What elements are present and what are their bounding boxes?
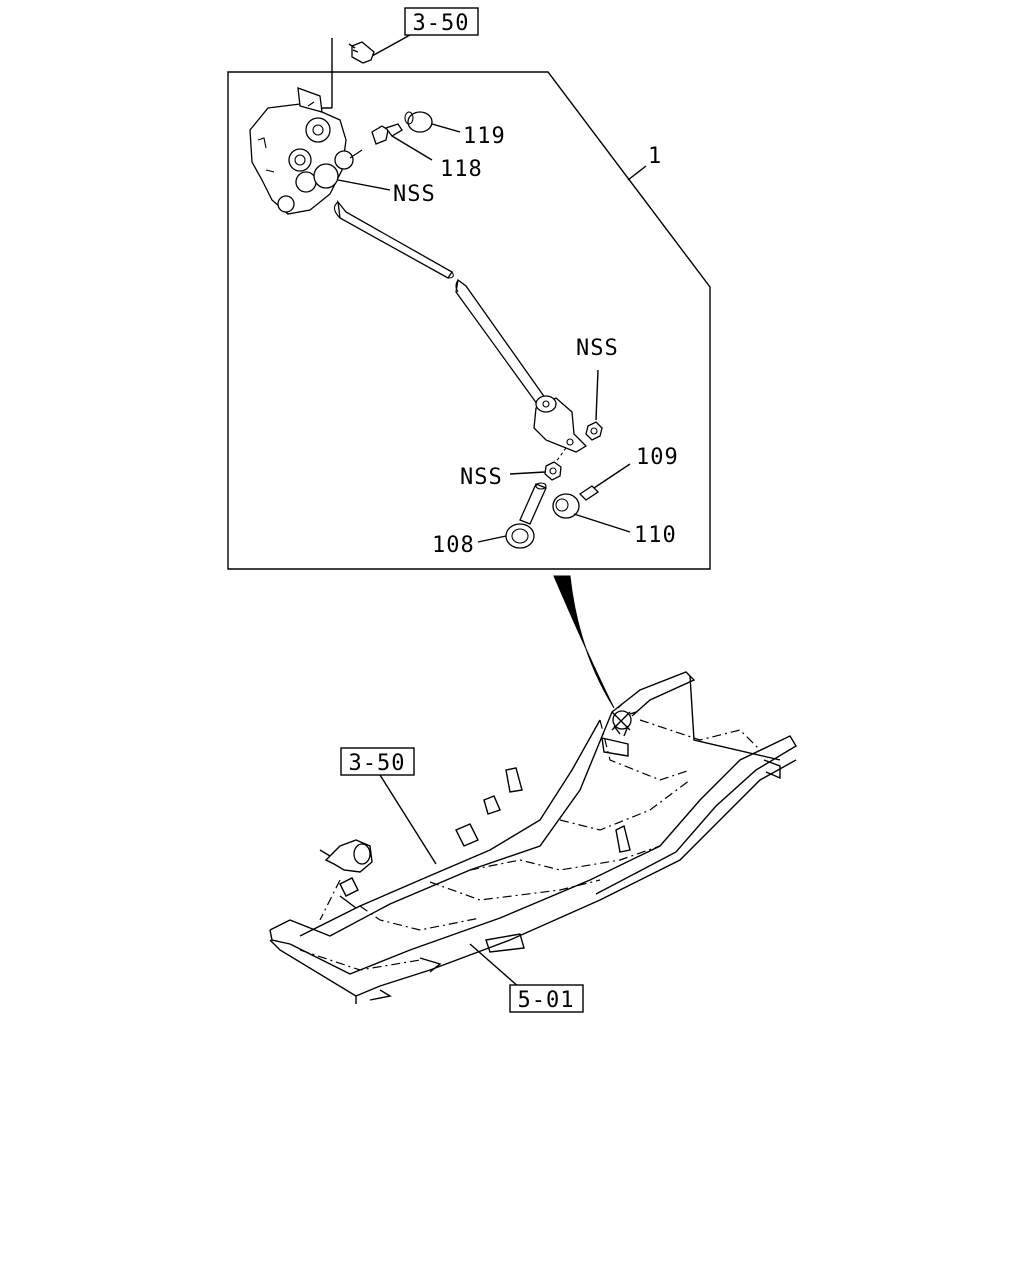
leader-nss-a <box>337 179 391 191</box>
valve-body <box>249 87 354 215</box>
assembly-number: 1 <box>648 144 662 169</box>
linkage-rod <box>333 199 549 409</box>
part-118-label: 118 <box>440 157 483 182</box>
assembly-frame <box>227 71 711 570</box>
nut-lower <box>544 461 562 481</box>
leader-108 <box>477 535 507 543</box>
part-108-label: 108 <box>432 533 475 558</box>
leader-110 <box>573 513 631 533</box>
pin-109 <box>578 485 600 501</box>
bracket <box>533 395 588 453</box>
ref-box-bottom[interactable]: 5-01 <box>509 984 584 1013</box>
leader-118 <box>391 135 433 161</box>
leader-109 <box>593 463 631 489</box>
part-109-label: 109 <box>636 445 679 470</box>
bushing-110 <box>552 493 580 519</box>
leader-ref-top <box>371 34 411 57</box>
ref-box-mid[interactable]: 3-50 <box>340 747 415 776</box>
leader-nss-b <box>595 369 599 421</box>
bolt-icon <box>348 41 375 64</box>
nut-upper <box>585 421 603 441</box>
chassis-frame <box>269 671 797 1004</box>
part-110-label: 110 <box>634 523 677 548</box>
leader-nss-c <box>509 471 546 475</box>
leader-119 <box>431 123 461 133</box>
chassis-valve-detail <box>611 703 637 737</box>
ref-label-top: 3-50 <box>413 11 470 36</box>
shaft-108 <box>505 482 547 549</box>
detail-pointer <box>553 575 615 709</box>
part-nss-a-label: NSS <box>393 182 436 207</box>
ref-label-mid: 3-50 <box>349 751 406 776</box>
leader-ref-mid <box>379 774 437 865</box>
part-nss-c-label: NSS <box>460 465 503 490</box>
ref-box-top[interactable]: 3-50 <box>404 7 479 36</box>
leader-assembly <box>627 165 647 181</box>
union-fitting <box>349 123 403 159</box>
leader-ref-bottom <box>469 943 521 989</box>
part-119-label: 119 <box>463 124 506 149</box>
cap-part <box>404 111 433 133</box>
ref-label-bottom: 5-01 <box>518 988 575 1013</box>
part-nss-b-label: NSS <box>576 336 619 361</box>
